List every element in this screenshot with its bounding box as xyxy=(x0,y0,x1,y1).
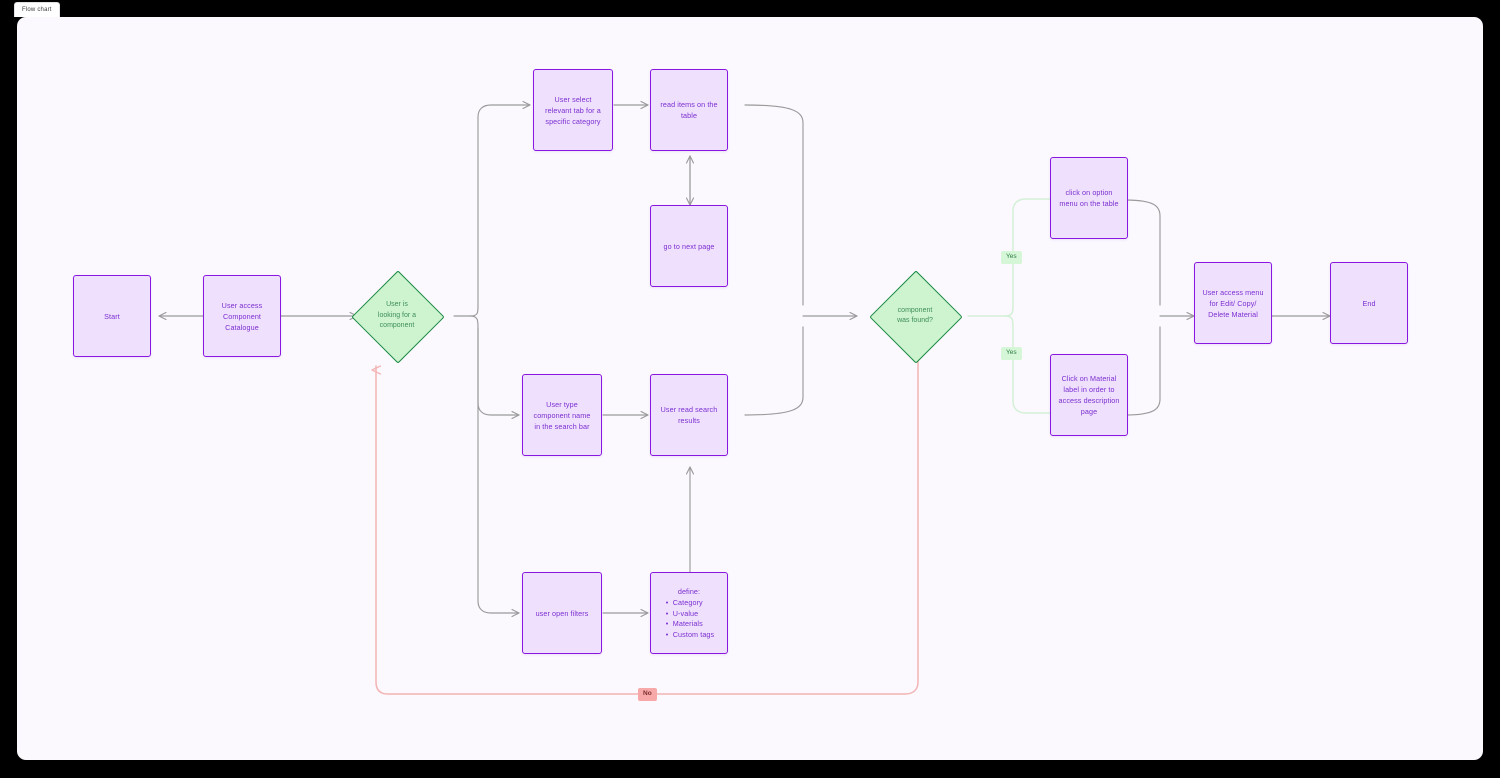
node-user-read-search-results[interactable]: User read search results xyxy=(650,374,728,456)
tab-bar: Flow chart xyxy=(14,0,60,17)
node-user-is-looking-for-a-component-label: User is looking for a component xyxy=(377,301,417,330)
edge-label-no: No xyxy=(638,688,657,701)
node-end[interactable]: End xyxy=(1330,262,1408,344)
node-go-to-next-page-label: go to next page xyxy=(663,241,715,251)
node-read-items-on-the-table[interactable]: read items on the table xyxy=(650,69,728,151)
node-user-access-menu-edit-copy-delete-label: User access menu for Edit/ Copy/ Delete … xyxy=(1202,287,1264,319)
node-user-select-relevant-tab-label: User select relevant tab for a specific … xyxy=(545,94,601,126)
node-click-on-material-label-label: Click on Material label in order to acce… xyxy=(1058,374,1120,416)
node-user-select-relevant-tab[interactable]: User select relevant tab for a specific … xyxy=(533,69,613,151)
node-user-read-search-results-label: User read search results xyxy=(660,405,718,425)
define-list-heading: define: xyxy=(677,587,701,596)
node-click-on-material-label[interactable]: Click on Material label in order to acce… xyxy=(1050,354,1128,436)
flowchart-edges xyxy=(158,100,1331,695)
define-list-items: Category U-value Materials Custom tags xyxy=(664,598,714,640)
node-user-open-filters[interactable]: user open filters xyxy=(522,572,602,654)
node-read-items-on-the-table-label: read items on the table xyxy=(660,100,718,120)
edge-option-menu-to-merge xyxy=(1124,199,1161,306)
node-go-to-next-page[interactable]: go to next page xyxy=(650,205,728,287)
edge-read-results-to-merge xyxy=(744,326,804,416)
node-define-filters[interactable]: define: Category U-value Materials Custo… xyxy=(650,572,728,654)
node-user-access-component-catalogue[interactable]: User access Component Catalogue xyxy=(203,275,281,357)
edge-found-to-option-menu xyxy=(1004,198,1051,317)
define-list: define: Category U-value Materials Custo… xyxy=(664,586,714,640)
tab-flow-chart[interactable]: Flow chart xyxy=(14,2,60,17)
define-list-item-u-value: U-value xyxy=(666,609,714,620)
edge-label-yes-bottom: Yes xyxy=(1001,347,1022,360)
node-end-label: End xyxy=(1362,298,1376,308)
node-user-type-component-name[interactable]: User type component name in the search b… xyxy=(522,374,602,456)
node-user-access-menu-edit-copy-delete[interactable]: User access menu for Edit/ Copy/ Delete … xyxy=(1194,262,1272,344)
node-user-open-filters-label: user open filters xyxy=(535,608,589,618)
node-start[interactable]: Start xyxy=(73,275,151,357)
node-user-is-looking-for-a-component[interactable]: User is looking for a component xyxy=(339,270,455,364)
node-user-type-component-name-label: User type component name in the search b… xyxy=(533,399,591,431)
edge-looking-to-type-name xyxy=(469,315,520,420)
edge-looking-to-open-filters xyxy=(477,327,520,618)
flowchart-canvas[interactable]: Start User access Component Catalogue Us… xyxy=(17,17,1483,760)
edge-found-no-to-looking xyxy=(371,349,919,695)
edge-read-items-to-merge xyxy=(744,104,804,306)
define-list-item-custom-tags: Custom tags xyxy=(666,630,714,641)
node-click-on-option-menu[interactable]: click on option menu on the table xyxy=(1050,157,1128,239)
edge-material-label-to-merge xyxy=(1124,326,1161,416)
edge-label-yes-top: Yes xyxy=(1001,251,1022,264)
define-list-item-materials: Materials xyxy=(666,619,714,630)
define-list-item-category: Category xyxy=(666,598,714,609)
node-start-label: Start xyxy=(104,311,120,321)
node-component-was-found-label: component was found? xyxy=(897,306,933,325)
node-user-access-component-catalogue-label: User access Component Catalogue xyxy=(221,300,263,332)
edge-looking-to-select-tab xyxy=(469,100,531,317)
edge-found-to-material-label xyxy=(1004,315,1051,414)
node-component-was-found[interactable]: component was found? xyxy=(860,270,970,364)
flowchart-diagram: Start User access Component Catalogue Us… xyxy=(17,17,1483,760)
node-click-on-option-menu-label: click on option menu on the table xyxy=(1059,188,1119,208)
